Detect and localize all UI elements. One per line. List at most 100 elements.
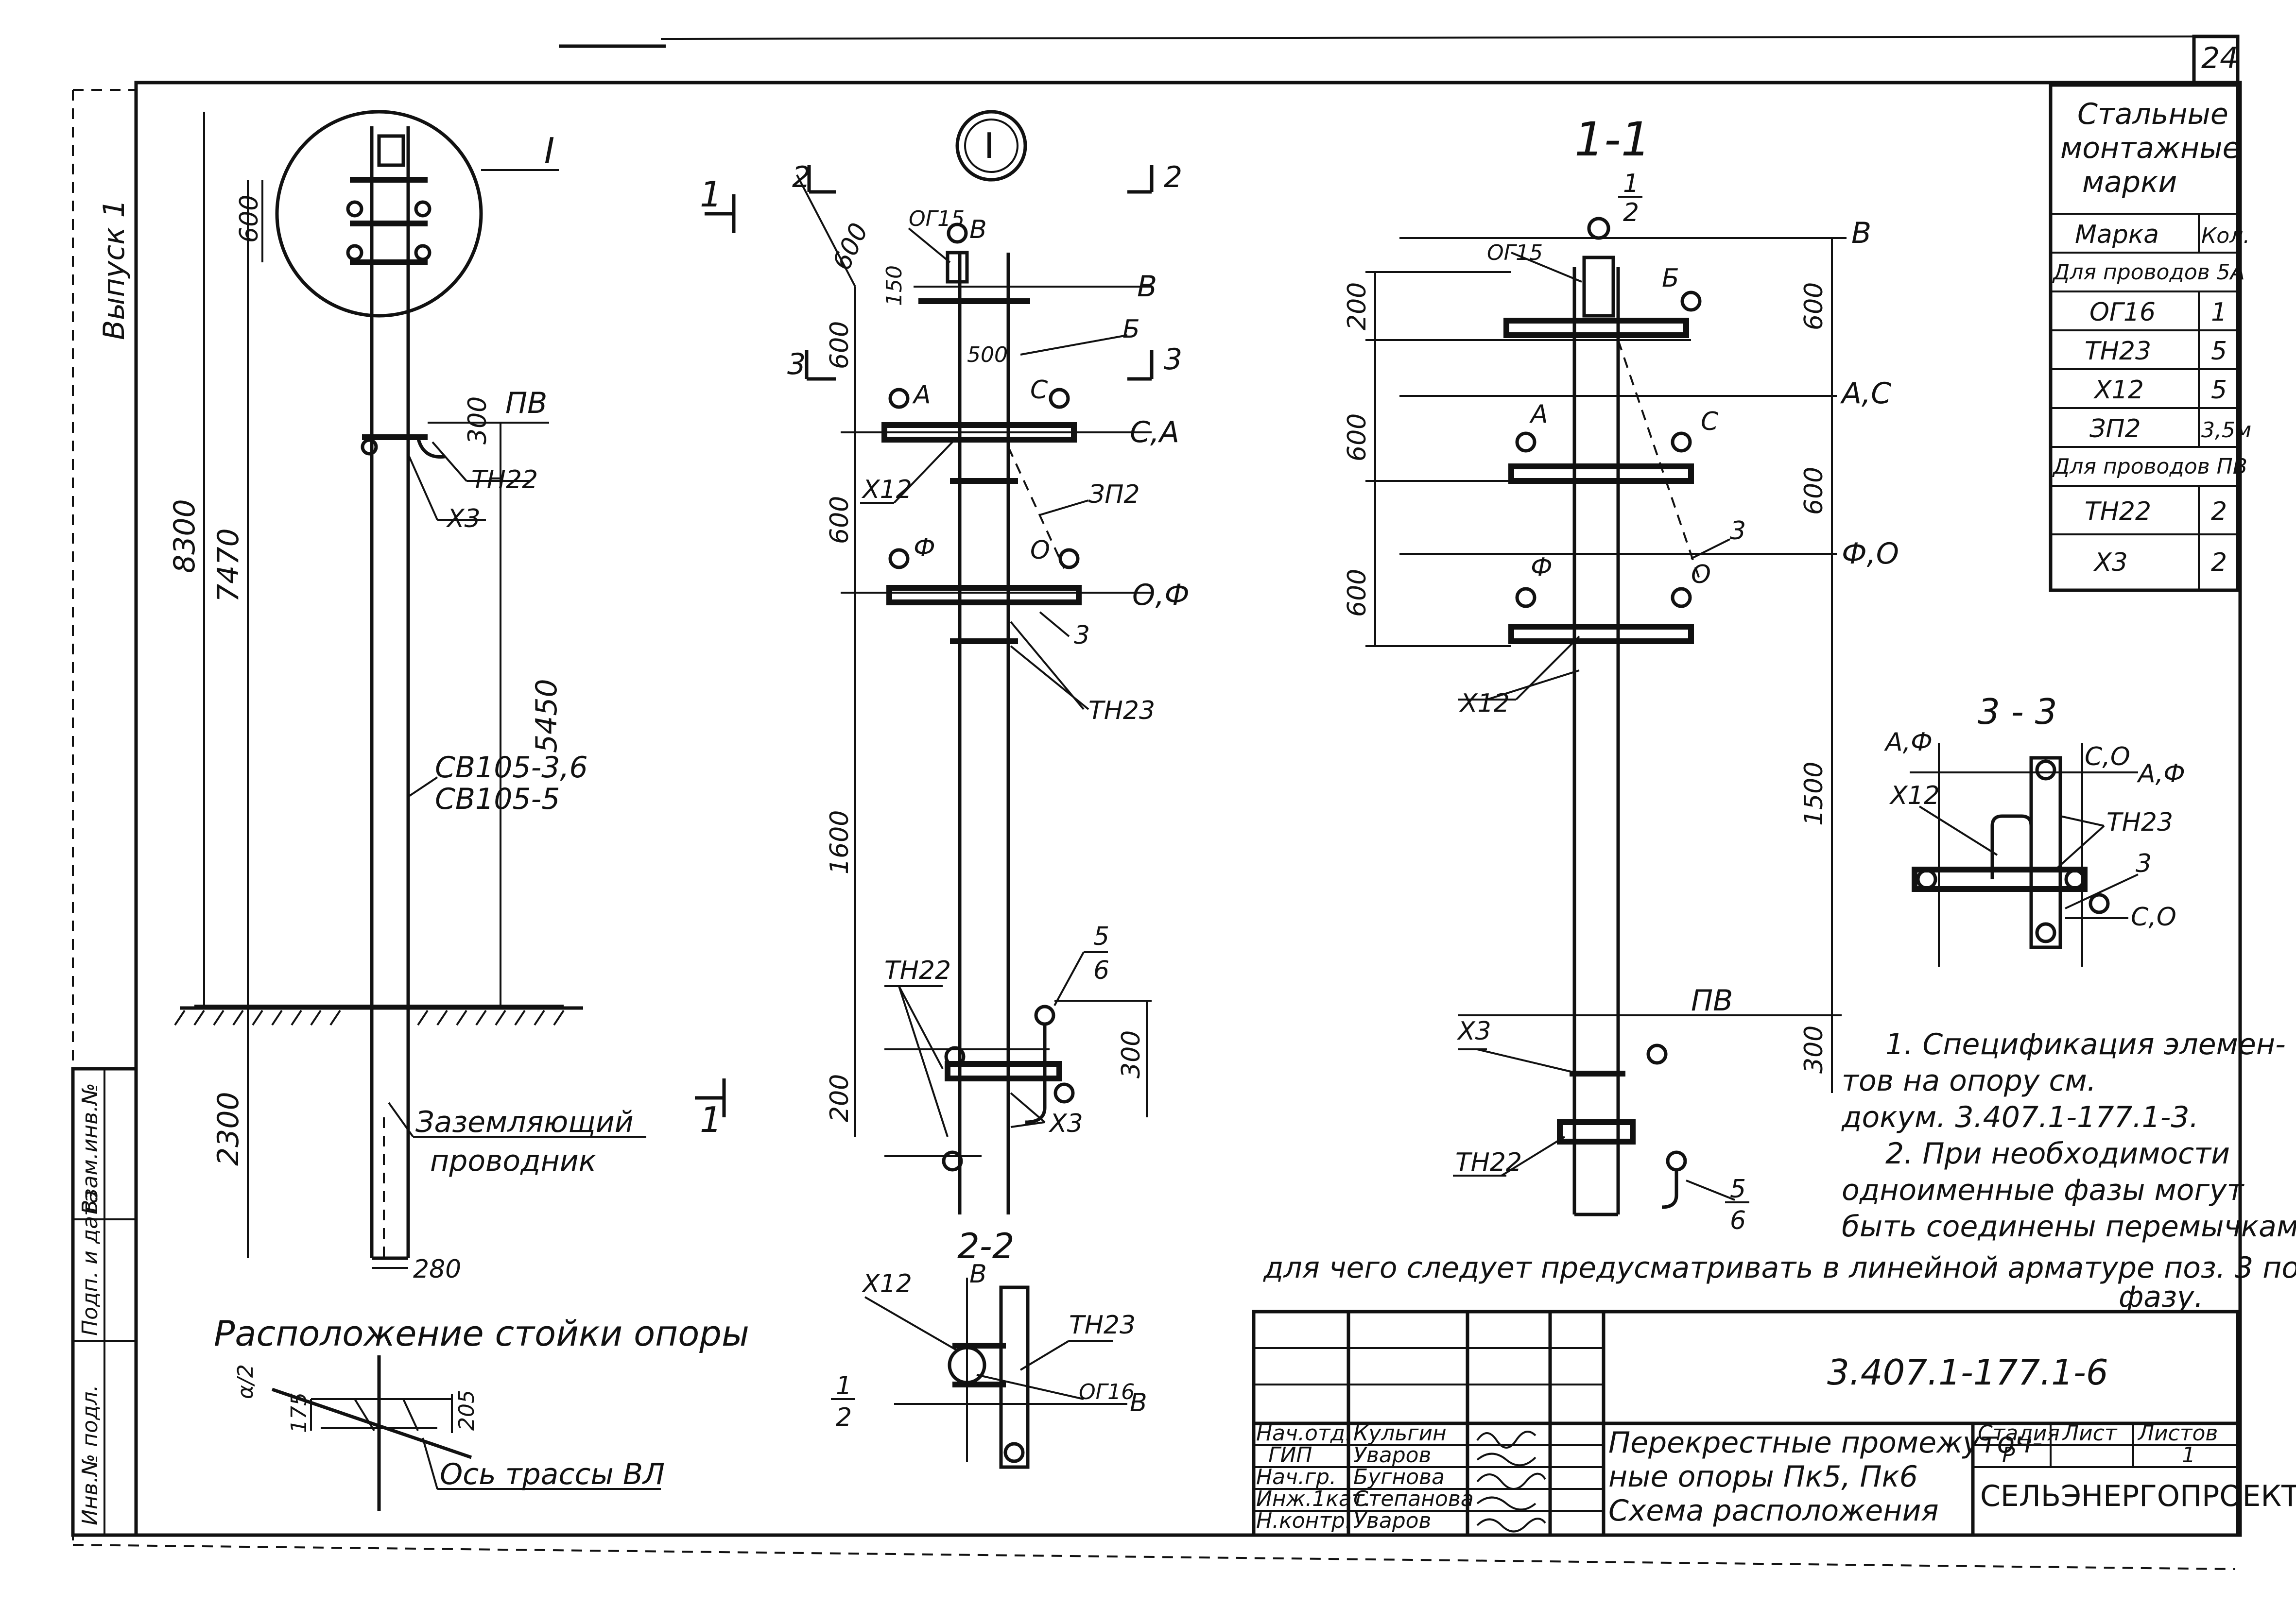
cut3-left: 3 [787,347,806,381]
cut2-right: 2 [1164,160,1182,194]
dim-300-top: 300 [463,396,492,444]
dim-5450: 5450 [530,679,564,753]
label-b: Б [1122,315,1140,344]
section33-3: 3 [2136,849,2152,878]
section11-tn22: ТН22 [1455,1148,1522,1177]
label-x3: Х3 [446,504,481,533]
note-line-6: быть соединены перемычками, [1842,1210,2296,1244]
ground-conductor-2: проводник [430,1144,596,1178]
section-2-2: 2-2 В В Х12 ТН23 ОГ16 1 2 [831,1226,1147,1469]
label-tn22: ТН22 [471,465,538,495]
cut3-right: 3 [1164,342,1182,376]
stamp-role-1: Нач.отд. [1256,1421,1352,1446]
marks-r3-mark: Х12 [2093,376,2144,405]
section11-6: 6 [1730,1206,1746,1235]
section11-pv: ПВ [1691,984,1733,1018]
label-a: А [912,380,931,410]
stamp-sheets-value: 1 [2182,1443,2195,1468]
section11-dim-600-c: 600 [1799,282,1829,330]
dim-150: 150 [882,265,907,306]
section22-og16: ОГ16 [1079,1380,1135,1404]
dim-175: 175 [287,1392,311,1433]
marks-group-2: Для проводов ПВ [2052,454,2247,479]
signature-marks [1476,1431,1546,1533]
stamp-role-5: Н.контр. [1256,1508,1352,1533]
stamp-stage-value: Р [2002,1443,2015,1468]
label-v: В [969,215,987,244]
cut1-top: 1 [700,174,722,215]
label-post-1: СВ105-3,6 [435,751,588,785]
dim-8300: 8300 [168,499,202,573]
stamp-desc-1: Перекрестные промежуточ- [1608,1426,2042,1460]
marks-title-3: марки [2082,165,2177,199]
label-tn23: ТН23 [1088,696,1155,725]
left-approval-strip: Инв.№ подл. Подп. и дата Взам.инв.№ [71,1067,138,1537]
notes: 1. Спецификация элемен- тов на опору см.… [1263,1027,2296,1314]
detail-callout-circle [275,110,483,318]
section11-a: А [1529,400,1548,429]
section11-dim-1500: 1500 [1799,762,1829,826]
stamp-name-3: Бугнова [1353,1465,1445,1489]
strip-cell-sign: Подп. и дата [78,1190,103,1336]
marks-r6-qty: 2 [2211,548,2227,577]
section11-3: 3 [1730,516,1746,546]
section11-dim-600-d: 600 [1799,467,1829,515]
section11-top-num: 1 [1623,169,1639,198]
steel-marks-table: Стальные монтажные марки Марка Кол. Для … [2049,83,2251,592]
stamp-desc-3: Схема расположения [1608,1494,1939,1528]
section22-title: 2-2 [957,1226,1015,1266]
section33-af-left: А,Ф [1884,728,1933,757]
note-line-3: докум. 3.407.1-177.1-3. [1841,1100,2199,1134]
section11-line-v: В [1851,216,1871,250]
dim-300: 300 [1117,1030,1146,1078]
section22-tn23: ТН23 [1069,1311,1136,1340]
marks-header-qty: Кол. [2201,223,2250,248]
marks-r2-mark: ТН23 [2085,337,2151,366]
section11-x12: Х12 [1459,689,1510,718]
section11-dim-200: 200 [1343,282,1372,330]
section11-dim-600-b: 600 [1343,569,1372,617]
doc-code: 3.407.1-177.1-6 [1827,1352,2108,1393]
section11-line-ac: А,С [1840,376,1891,410]
label-x12: Х12 [861,475,912,504]
section11-dim-600-a: 600 [1343,413,1372,462]
marks-header-mark: Марка [2075,220,2159,249]
detail-title: I [984,125,994,166]
label-og15: ОГ15 [909,206,965,231]
stamp-role-2: ГИП [1268,1443,1312,1468]
label-x3-lower: Х3 [1048,1109,1083,1138]
section33-tn23: ТН23 [2106,808,2173,837]
section33-x12: Х12 [1889,781,1940,810]
marks-group-1: Для проводов 5А [2052,260,2245,285]
dim-7470: 7470 [211,528,245,602]
dim-600-top: 600 [235,195,264,243]
marks-r4-mark: ЗП2 [2089,414,2141,444]
width-280: 280 [413,1255,461,1284]
strip-cell-inv: Инв.№ подл. [78,1385,103,1525]
label-3p2: ЗП2 [1088,480,1140,509]
strip-cell-replace: Взам.инв.№ [78,1083,103,1214]
section11-c: С [1701,407,1719,436]
stamp-name-5: Уваров [1353,1508,1432,1533]
marks-title-2: монтажные [2060,131,2241,165]
label-c: С [1030,376,1048,405]
stamp-name-1: Кульгин [1353,1421,1447,1446]
section-1-1: 1-1 1 2 В ОГ15 Б А,С А С 3 Ф,О [1343,112,1899,1235]
section33-co-bottom: С,О [2131,903,2176,932]
stamp-stage-header: Стадия [1978,1421,2060,1446]
marks-r2-qty: 5 [2211,337,2227,366]
cut1-bottom: 1 [700,1099,722,1140]
marks-r5-qty: 2 [2211,497,2227,526]
label-tn22-lower: ТН22 [884,956,951,985]
section11-o: О [1691,560,1711,589]
section22-v-top: В [969,1260,987,1289]
section33-af-right: А,Ф [2137,759,2185,788]
dim-200: 200 [825,1074,854,1122]
marks-r1-qty: 1 [2211,298,2227,327]
detail-callout-label: I [544,130,554,171]
label-3: 3 [1074,621,1090,650]
marks-r4-qty: 3,5м [2201,418,2251,443]
section22-v-bottom: В [1130,1388,1147,1418]
label-5: 5 [1093,922,1109,951]
